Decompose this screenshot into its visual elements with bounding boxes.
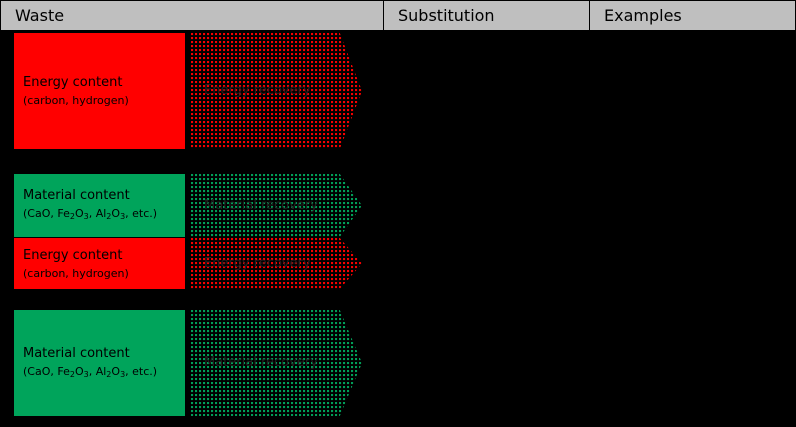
substitution-arrow-material-recovery-1: Material recovery — [191, 174, 362, 237]
arrow-label: Material recovery — [204, 355, 318, 370]
waste-block-material-content-1: Material content (CaO, Fe2O3, Al2O3, etc… — [14, 174, 185, 237]
arrow-label: Energy recovery — [204, 83, 311, 98]
substitution-arrow-material-recovery-2: Material recovery — [191, 310, 362, 416]
table-left-border — [0, 31, 1, 427]
waste-block-title: Material content — [23, 188, 130, 203]
waste-block-title: Energy content — [23, 247, 123, 263]
column-header-substitution: Substitution — [384, 0, 590, 31]
waste-block-subtitle: (CaO, Fe2O3, Al2O3, etc.) — [23, 207, 158, 221]
column-header-examples: Examples — [590, 0, 796, 31]
arrow-label: Energy recovery — [204, 255, 311, 271]
column-separator-waste-substitution — [383, 31, 384, 427]
waste-block-title: Material content — [23, 345, 130, 361]
waste-block-subtitle: (carbon, hydrogen) — [23, 266, 129, 280]
waste-block-subtitle: (carbon, hydrogen) — [23, 94, 129, 107]
table-header-row: Waste Substitution Examples — [0, 0, 796, 31]
waste-block-energy-content-1: Energy content (carbon, hydrogen) — [14, 33, 185, 149]
column-header-waste: Waste — [0, 0, 384, 31]
substitution-arrow-energy-recovery-1: Energy recovery — [191, 33, 362, 149]
waste-block-subtitle: (CaO, Fe2O3, Al2O3, etc.) — [23, 364, 158, 379]
waste-block-energy-content-2: Energy content (carbon, hydrogen) — [14, 238, 185, 289]
waste-block-material-content-2: Material content (CaO, Fe2O3, Al2O3, etc… — [14, 310, 185, 416]
arrow-label: Material recovery — [204, 197, 318, 213]
substitution-arrow-energy-recovery-2: Energy recovery — [191, 238, 362, 289]
column-separator-substitution-examples — [589, 31, 590, 427]
waste-block-title: Energy content — [23, 75, 123, 90]
